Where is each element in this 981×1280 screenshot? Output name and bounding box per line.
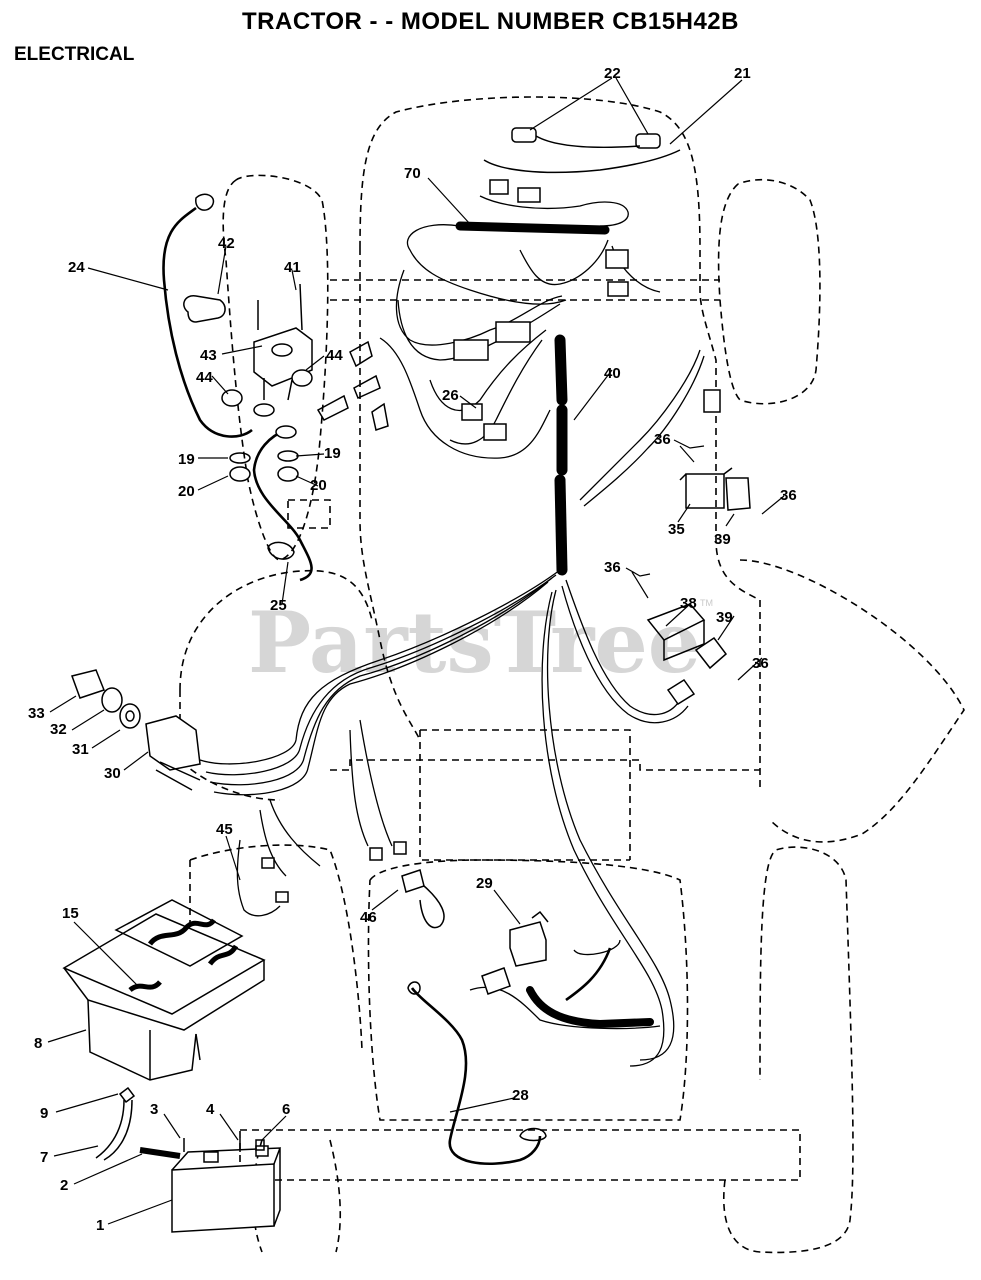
callout-20: 20 bbox=[178, 483, 195, 500]
callout-19: 19 bbox=[324, 445, 341, 462]
callout-2: 2 bbox=[60, 1177, 68, 1194]
callout-43: 43 bbox=[200, 347, 217, 364]
callout-19: 19 bbox=[178, 451, 195, 468]
callout-15: 15 bbox=[62, 905, 79, 922]
callout-30: 30 bbox=[104, 765, 121, 782]
callout-24: 24 bbox=[68, 259, 85, 276]
callout-20: 20 bbox=[310, 477, 327, 494]
callout-25: 25 bbox=[270, 597, 287, 614]
callout-28: 28 bbox=[512, 1087, 529, 1104]
watermark-tm: TM bbox=[700, 598, 713, 608]
components bbox=[62, 127, 751, 1233]
callout-9: 9 bbox=[40, 1105, 48, 1122]
callout-labels: 22 21 70 42 41 24 43 44 44 40 26 36 36 3… bbox=[28, 65, 797, 1234]
callout-32: 32 bbox=[50, 721, 67, 738]
callout-1: 1 bbox=[96, 1217, 104, 1234]
callout-21: 21 bbox=[734, 65, 751, 82]
section-label: ELECTRICAL bbox=[14, 44, 135, 65]
callout-46: 46 bbox=[360, 909, 377, 926]
callout-44: 44 bbox=[196, 369, 213, 386]
watermark: PartsTree bbox=[248, 593, 701, 692]
callout-42: 42 bbox=[218, 235, 235, 252]
callout-26: 26 bbox=[442, 387, 459, 404]
callout-4: 4 bbox=[206, 1101, 215, 1118]
callout-3: 3 bbox=[150, 1101, 158, 1118]
callout-7: 7 bbox=[40, 1149, 48, 1166]
callout-31: 31 bbox=[72, 741, 89, 758]
wiring-harness bbox=[199, 195, 705, 1067]
callout-6: 6 bbox=[282, 1101, 290, 1118]
callout-70: 70 bbox=[404, 165, 421, 182]
callout-22: 22 bbox=[604, 65, 621, 82]
callout-45: 45 bbox=[216, 821, 233, 838]
callout-36: 36 bbox=[752, 655, 769, 672]
callout-36: 36 bbox=[604, 559, 621, 576]
callout-36: 36 bbox=[654, 431, 671, 448]
callout-35: 35 bbox=[668, 521, 685, 538]
callout-44: 44 bbox=[326, 347, 343, 364]
leader-lines bbox=[47, 77, 785, 1225]
callout-33: 33 bbox=[28, 705, 45, 722]
battery-cables bbox=[162, 206, 612, 1166]
callout-8: 8 bbox=[34, 1035, 42, 1052]
harness-conduit bbox=[455, 221, 654, 1029]
callout-36: 36 bbox=[780, 487, 797, 504]
callout-41: 41 bbox=[284, 259, 301, 276]
callout-29: 29 bbox=[476, 875, 493, 892]
page-title: TRACTOR - - MODEL NUMBER CB15H42B bbox=[242, 8, 739, 35]
callout-38: 38 bbox=[680, 595, 697, 612]
callout-40: 40 bbox=[604, 365, 621, 382]
callout-39: 39 bbox=[716, 609, 733, 626]
callout-39: 39 bbox=[714, 531, 731, 548]
